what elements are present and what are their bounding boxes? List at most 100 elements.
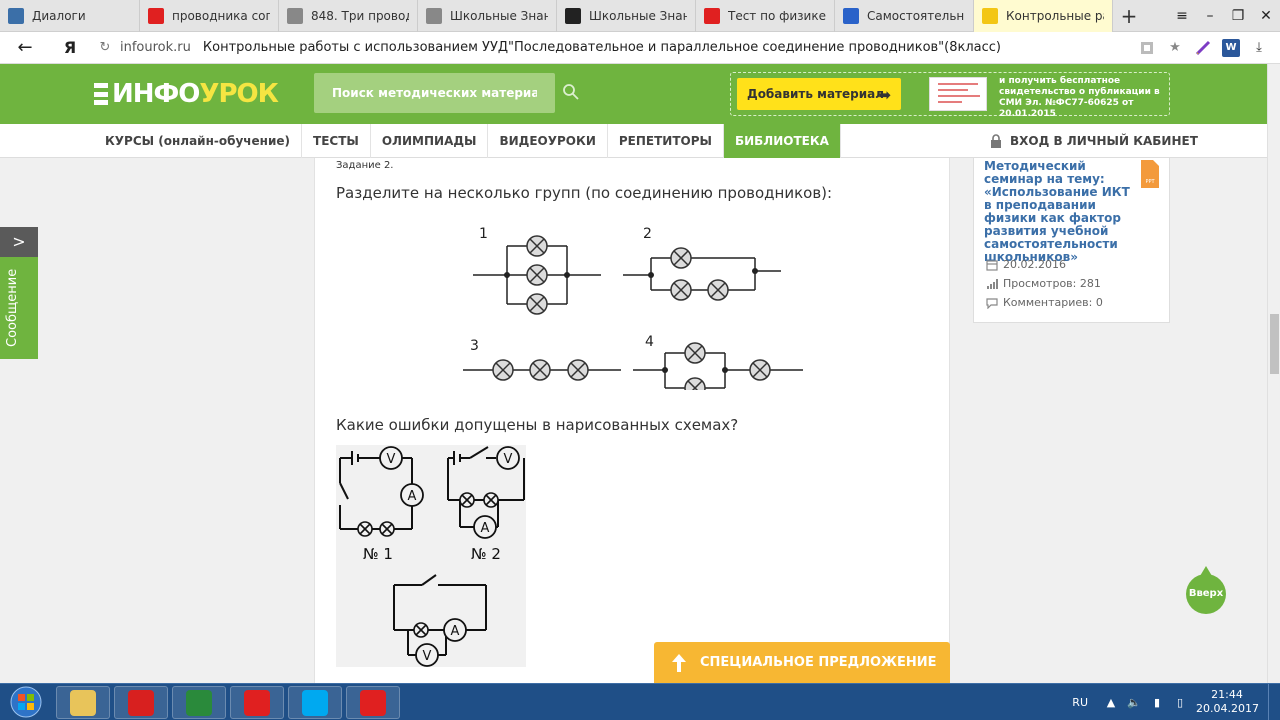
browser-tab[interactable]: 848. Три проводни xyxy=(279,0,418,32)
error-label-2: № 2 xyxy=(471,545,501,563)
system-clock[interactable]: 21:44 20.04.2017 xyxy=(1196,688,1259,716)
infourok-logo[interactable]: ИНФОУРОК xyxy=(94,78,279,110)
scrollbar-thumb[interactable] xyxy=(1270,314,1279,374)
special-offer-button[interactable]: СПЕЦИАЛЬНОЕ ПРЕДЛОЖЕНИЕ xyxy=(654,642,950,683)
browser-tab-title: Школьные Знания xyxy=(589,9,687,23)
address-page-title[interactable]: Контрольные работы с использованием УУД"… xyxy=(202,40,1002,55)
scheme-2 xyxy=(623,257,781,291)
bookmark-star-icon[interactable]: ★ xyxy=(1169,40,1181,55)
certificate-thumbnail[interactable] xyxy=(929,77,987,111)
network-icon[interactable]: ▮ xyxy=(1153,695,1161,709)
address-bar: ← Я ↻ infourok.ru Контрольные работы с и… xyxy=(0,32,1280,64)
voltmeter-2-label: V xyxy=(504,452,513,467)
promo-text: и получить бесплатное свидетельство о пу… xyxy=(999,76,1160,119)
explorer-app[interactable] xyxy=(56,686,110,719)
browser-tab-title: Диалоги xyxy=(32,9,86,23)
voltmeter-1-label: V xyxy=(387,452,396,467)
login-link[interactable]: ВХОД В ЛИЧНЫЙ КАБИНЕТ xyxy=(990,124,1198,158)
logo-text-white: ИНФО xyxy=(112,79,200,109)
protect-icon[interactable] xyxy=(1138,39,1156,57)
related-material-card: Методический семинар на тему: «Использов… xyxy=(973,158,1170,323)
arrow-right-icon: ➡ xyxy=(878,86,891,104)
opera-app[interactable] xyxy=(114,686,168,719)
yandex-browser-app-icon xyxy=(360,689,386,716)
add-material-button[interactable]: Добавить материал ➡ xyxy=(737,78,901,110)
restore-icon[interactable]: ❐ xyxy=(1231,7,1245,24)
bar-chart-icon xyxy=(987,278,998,289)
browser-tab-title: 848. Три проводни xyxy=(311,9,409,23)
pen-extension-icon[interactable] xyxy=(1194,39,1212,57)
address-domain[interactable]: infourok.ru xyxy=(120,40,191,55)
skype-app[interactable] xyxy=(288,686,342,719)
special-offer-label: СПЕЦИАЛЬНОЕ ПРЕДЛОЖЕНИЕ xyxy=(700,655,937,670)
yandex-app-icon xyxy=(244,689,270,716)
ammeter-3-label: A xyxy=(451,624,460,639)
close-icon[interactable]: ✕ xyxy=(1260,7,1272,24)
browser-tab[interactable]: Тест по физике "Пс xyxy=(696,0,835,32)
monitor-app[interactable] xyxy=(172,686,226,719)
back-arrow-icon[interactable]: ← xyxy=(17,37,33,58)
error-circuit-3 xyxy=(393,574,487,656)
scroll-to-top-button[interactable]: Вверх xyxy=(1186,566,1226,614)
nav-item[interactable]: РЕПЕТИТОРЫ xyxy=(608,124,724,158)
chevron-right-icon[interactable]: > xyxy=(0,227,38,257)
windows-start-icon[interactable] xyxy=(4,685,48,719)
download-icon[interactable]: ⤓ xyxy=(1256,40,1262,55)
battery-icon[interactable]: ▯ xyxy=(1176,695,1184,709)
nav-item[interactable]: КУРСЫ (онлайн-обучение) xyxy=(94,124,303,158)
reload-icon[interactable]: ↻ xyxy=(99,40,111,55)
scroll-to-top-label: Вверх xyxy=(1188,588,1224,599)
login-label: ВХОД В ЛИЧНЫЙ КАБИНЕТ xyxy=(1010,134,1198,148)
menu-icon[interactable]: ≡ xyxy=(1176,7,1188,24)
scheme-1 xyxy=(473,245,601,305)
browser-tab[interactable]: Диалоги xyxy=(0,0,140,32)
window-controls: ≡ – ❐ ✕ xyxy=(1168,0,1280,31)
arrow-up-icon xyxy=(1200,566,1212,576)
nav-item[interactable]: ВИДЕОУРОКИ xyxy=(488,124,608,158)
browser-tab[interactable]: Контрольные ра xyxy=(974,0,1113,32)
clock-time: 21:44 xyxy=(1211,688,1243,701)
logo-mark-icon xyxy=(94,83,108,105)
volume-icon[interactable]: 🔈 xyxy=(1127,695,1141,709)
browser-tab[interactable]: Школьные Знания xyxy=(557,0,696,32)
yandex-home-button[interactable]: Я xyxy=(63,38,77,57)
tab-list: Диалоги проводника сопро 848. Три проводни… xyxy=(0,0,1113,32)
nav-item[interactable]: ТЕСТЫ xyxy=(302,124,371,158)
circuit-schemes-figure: 1 2 3 4 xyxy=(463,226,803,390)
task-label: Задание 2. xyxy=(336,160,394,171)
material-views: Просмотров: 281 xyxy=(986,277,1101,290)
ppt-file-label: PPT xyxy=(1145,179,1155,185)
dialogs-icon xyxy=(8,8,24,24)
circuit-errors-figure: V A № 1 V A № 2 A V xyxy=(336,445,526,667)
tray-expand-icon[interactable]: ▲ xyxy=(1106,695,1116,709)
yandex-app[interactable] xyxy=(230,686,284,719)
browser-tab[interactable]: Школьные Знания xyxy=(418,0,557,32)
minimize-icon[interactable]: – xyxy=(1206,7,1214,24)
search-icon[interactable] xyxy=(561,82,581,102)
error-circuit-1 xyxy=(339,451,413,530)
language-indicator[interactable]: RU xyxy=(1072,695,1088,709)
page-scrollbar[interactable] xyxy=(1267,64,1280,683)
word-extension-icon[interactable]: W xyxy=(1222,38,1240,57)
uchi-icon xyxy=(843,8,859,24)
search-input[interactable] xyxy=(314,73,555,113)
show-desktop-button[interactable] xyxy=(1268,684,1280,720)
nav-item[interactable]: БИБЛИОТЕКА xyxy=(723,124,841,158)
windows-taskbar: RU ▲ 🔈 ▮ ▯ 21:44 20.04.2017 xyxy=(0,683,1280,720)
nav-item[interactable]: ОЛИМПИАДЫ xyxy=(371,124,489,158)
yandex-browser-app[interactable] xyxy=(346,686,400,719)
add-material-label: Добавить материал xyxy=(747,87,885,101)
arrow-up-icon xyxy=(672,653,686,672)
browser-tab-title: проводника сопро xyxy=(172,9,270,23)
site-header: ИНФОУРОК Добавить материал ➡ и получить … xyxy=(0,64,1267,124)
new-tab-button[interactable]: + xyxy=(1120,3,1138,28)
error-label-1: № 1 xyxy=(363,545,393,563)
related-material-title[interactable]: Методический семинар на тему: «Использов… xyxy=(984,159,1130,264)
ppt-file-icon[interactable]: PPT xyxy=(1141,160,1159,188)
message-tab[interactable]: > Сообщение xyxy=(0,227,38,359)
scheme-4 xyxy=(633,352,803,389)
browser-tab[interactable]: Самостоятельная р xyxy=(835,0,974,32)
browser-tab[interactable]: проводника сопро xyxy=(140,0,279,32)
